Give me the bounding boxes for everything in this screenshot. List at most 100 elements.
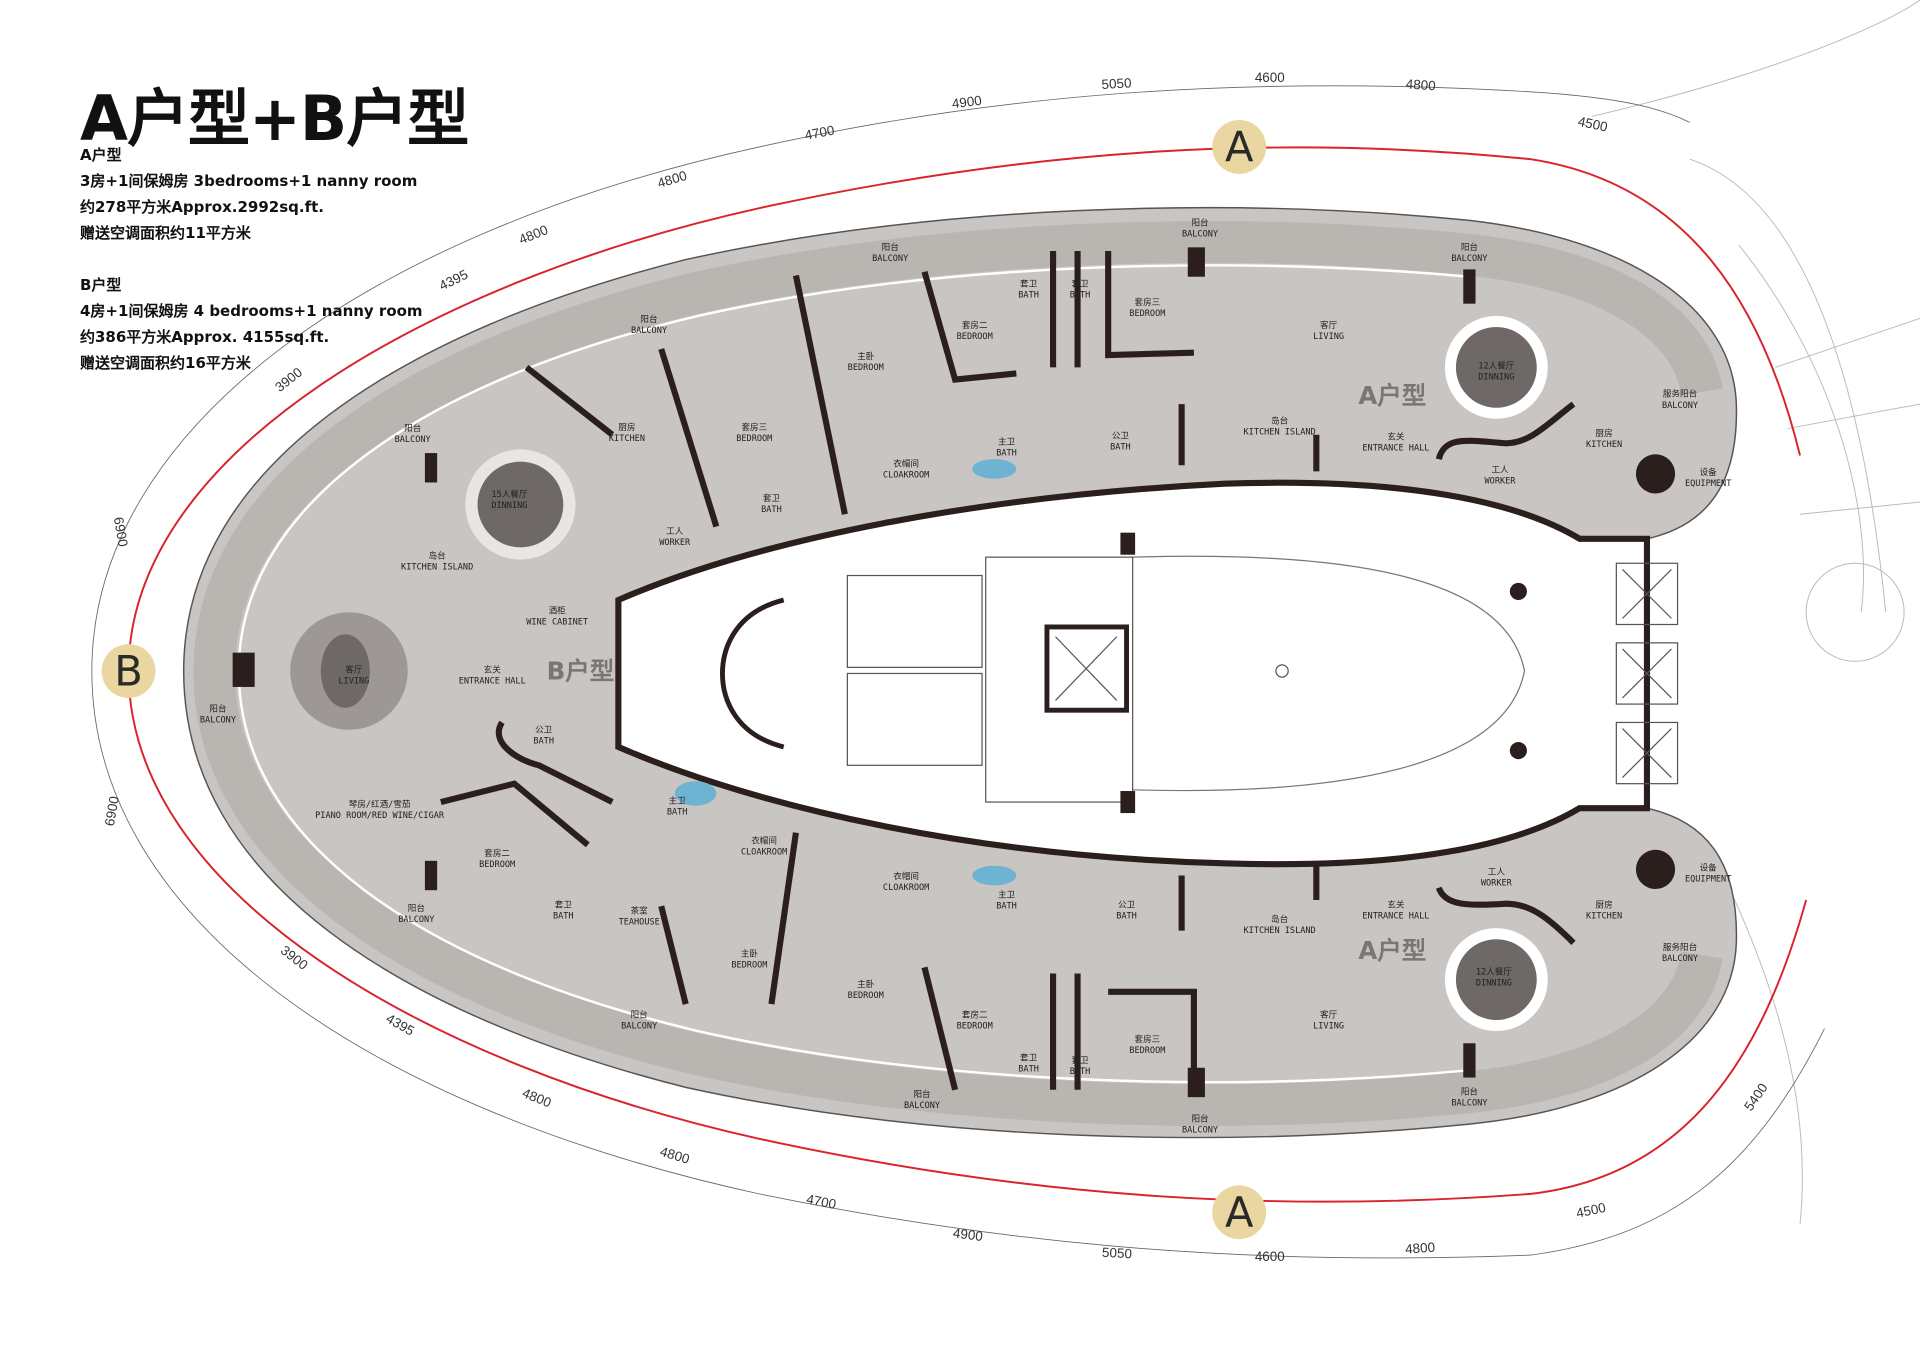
room-label-cn: 岛台 [1271,415,1288,427]
room-label-en: BATH [1018,1064,1039,1074]
room-label-cn: 阳台 [1461,1086,1478,1098]
room-label-en: BALCONY [398,915,434,925]
room-label-cn: 套卫 [763,492,781,504]
room-label-en: LIVING [1313,1022,1344,1032]
room-label-en: BEDROOM [1129,309,1165,319]
room-label-en: ENTRANCE HALL [1362,444,1429,454]
dimension-label: 4800 [658,1144,691,1167]
room-label-en: BALCONY [1451,1099,1487,1109]
room-label-en: LIVING [1313,332,1344,342]
room-label-cn: 工人 [1491,465,1509,476]
room-label-en: ENTRANCE HALL [459,676,526,686]
unit-a-bonus: 赠送空调面积约11平方米 [80,224,251,242]
room-label-cn: 阳台 [882,241,899,253]
room-label-en: ENTRANCE HALL [1362,911,1429,921]
room-label-en: BATH [1116,911,1137,921]
room-label-cn: 套房三 [1135,296,1161,308]
site-lines [1591,0,1920,1225]
room-label-cn: 客厅 [345,663,363,675]
room-label-cn: 阳台 [640,313,657,325]
room-label-en: BALCONY [1182,229,1218,239]
room-label-cn: 岛台 [429,549,446,561]
unit-marker-label: A [1225,1188,1254,1237]
dimension-label: 4500 [1577,114,1609,135]
dimension-label: 6900 [111,516,131,548]
room-label-en: TEAHOUSE [619,917,660,927]
room-label-en: PIANO ROOM/RED WINE/CIGAR [315,811,445,821]
room-label-cn: 岛台 [1271,913,1288,925]
room-label-cn: 套房二 [484,847,510,859]
columns [232,247,1676,1098]
dimension-label: 4800 [1405,76,1436,93]
room-label-en: KITCHEN [609,434,645,444]
room-label-en: CLOAKROOM [883,471,929,481]
room-label-cn: 玄关 [1387,431,1405,443]
room-label-en: WORKER [1481,878,1513,888]
page-title: A户型+B户型 [80,82,469,155]
room-label-en: BEDROOM [848,991,884,1001]
room-label-en: BALCONY [631,326,667,336]
dimension-label: 3900 [278,943,311,973]
room-label-cn: 客厅 [1320,1009,1338,1021]
unit-marker-circle [101,644,156,698]
room-label-en: BALCONY [621,1022,657,1032]
room-label-cn: 公卫 [1112,431,1130,441]
dimension-label: 4700 [803,123,835,143]
room-label-cn: 阳台 [404,422,421,434]
room-label-en: BEDROOM [736,434,772,444]
room-label-en: BALCONY [1662,401,1698,411]
room-label-cn: 主卧 [857,978,875,990]
room-label-en: KITCHEN ISLAND [1244,428,1316,438]
unit-b-area: 约386平方米Approx. 4155sq.ft. [80,328,330,346]
room-label-cn: 工人 [666,526,684,537]
unit-b-bonus: 赠送空调面积约16平方米 [80,354,251,372]
dimension-label: 4900 [952,1225,984,1244]
room-label-cn: 玄关 [484,663,502,675]
room-label-cn: 阳台 [1191,216,1208,228]
room-label-en: BATH [1110,442,1131,452]
room-label-cn: 设备 [1700,466,1718,478]
room-label-cn: 服务阳台 [1663,388,1697,400]
dimension-label: 4900 [951,93,983,112]
dimension-label: 3900 [272,365,305,395]
dimension-label: 4800 [520,1085,553,1110]
room-label-en: LIVING [338,676,369,686]
unit-a-heading: A户型 [80,146,122,164]
dimension-label: 5050 [1102,1245,1133,1262]
room-label-en: CLOAKROOM [883,883,929,893]
room-label-en: WINE CABINET [526,617,588,627]
unit-marker-label: A [1225,123,1254,172]
room-label-en: BALCONY [1182,1126,1218,1136]
dimension-label: 4395 [383,1011,416,1039]
room-label-en: BATH [996,449,1017,459]
room-label-en: BEDROOM [731,960,767,970]
room-label-en: CLOAKROOM [741,848,787,858]
room-label-cn: 套卫 [1071,278,1089,290]
